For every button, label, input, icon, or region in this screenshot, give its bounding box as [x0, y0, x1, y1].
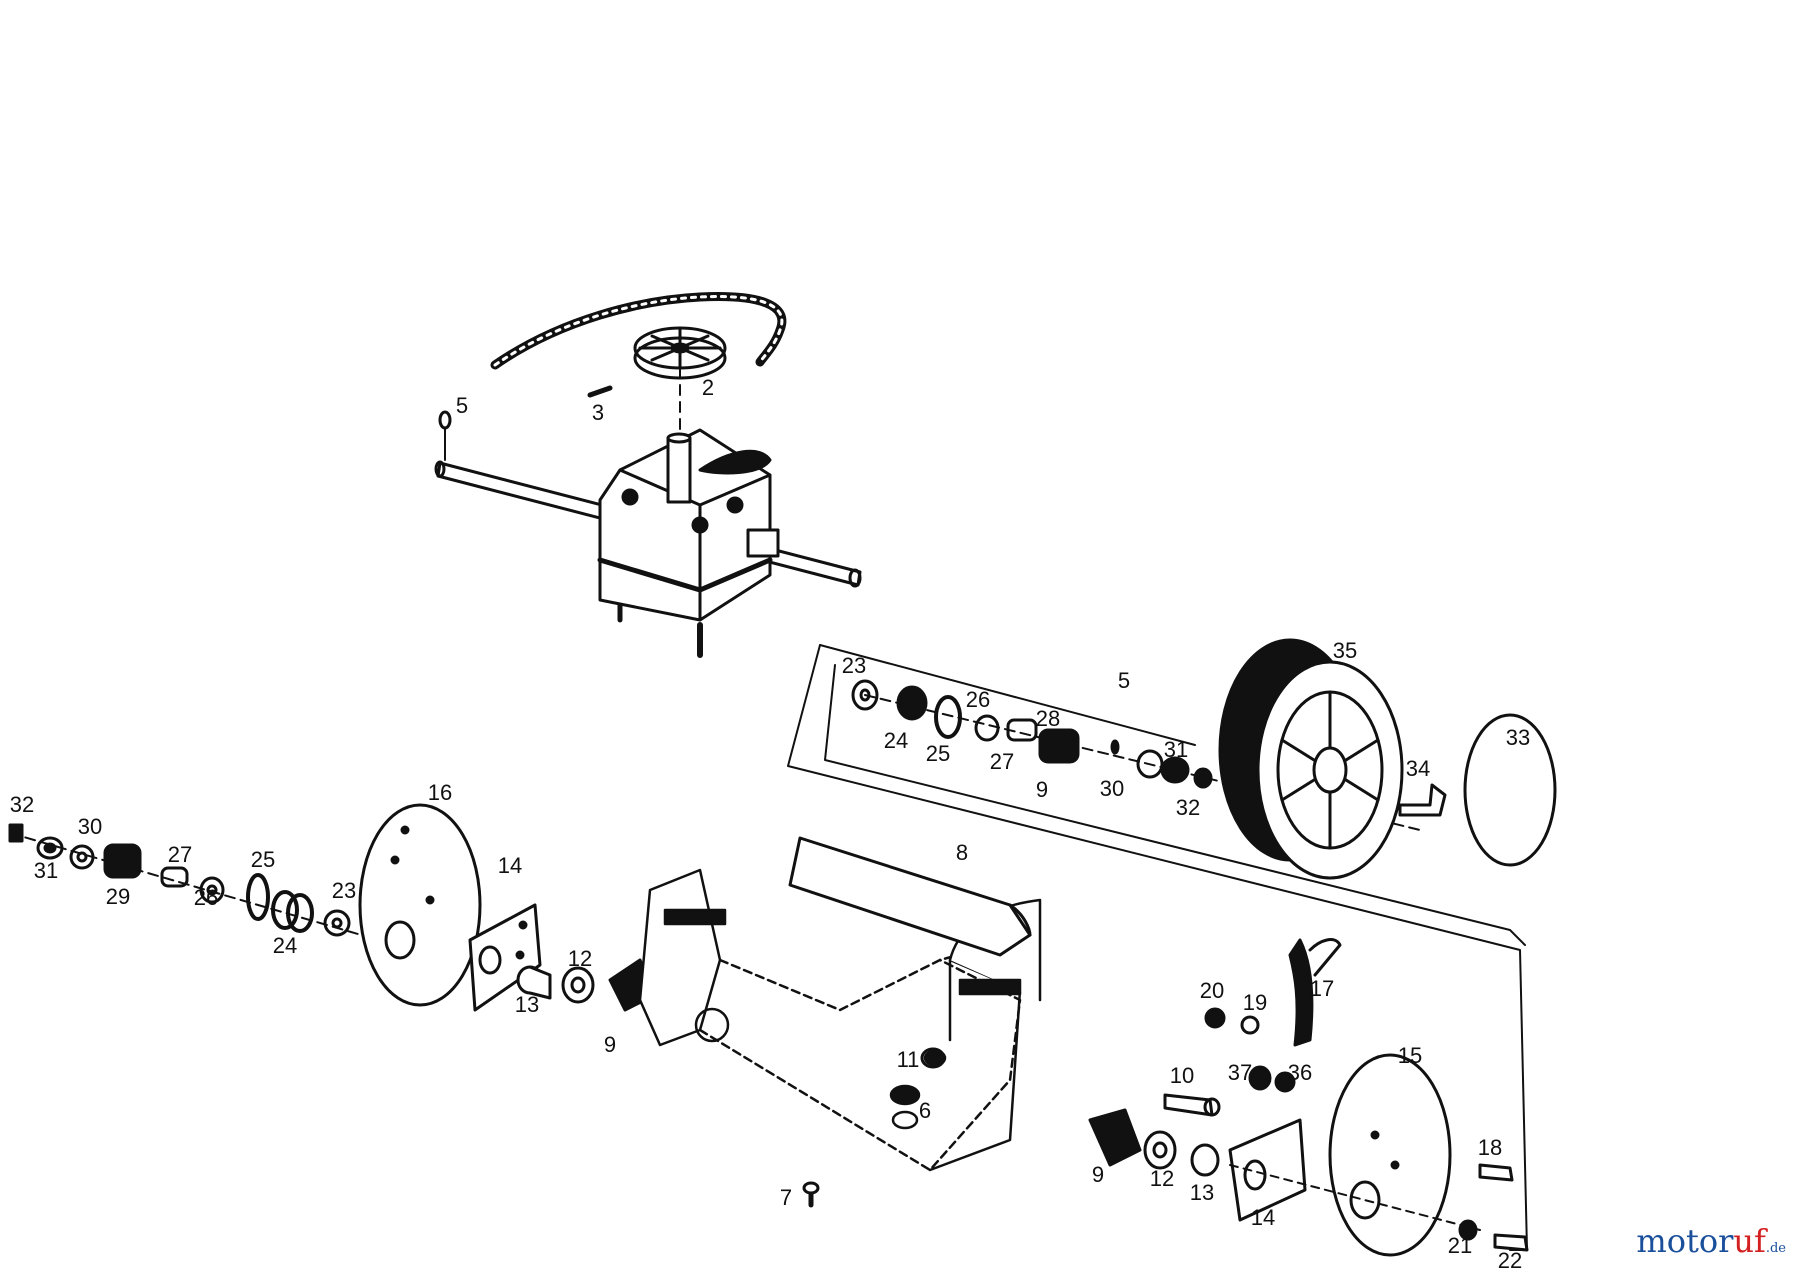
part-callouts: 2355923242526272830313235333483231302927…: [10, 375, 1530, 1273]
drive-belt: [490, 292, 787, 370]
callout-14: 14: [1251, 1205, 1275, 1230]
callout-16: 16: [428, 780, 452, 805]
callout-30: 30: [78, 814, 102, 839]
callout-18: 18: [1478, 1135, 1502, 1160]
callout-23: 23: [332, 878, 356, 903]
callout-24: 24: [884, 728, 908, 753]
callout-5: 5: [1118, 668, 1130, 693]
callout-25: 25: [926, 741, 950, 766]
callout-12: 12: [1150, 1166, 1174, 1191]
callout-6: 6: [919, 1098, 931, 1123]
callout-17: 17: [1310, 976, 1334, 1001]
right-hubcap: [1398, 713, 1557, 867]
left-hub-parts: [8, 823, 421, 953]
right-hubcap-disc: [1229, 1053, 1481, 1257]
height-lever: [1288, 938, 1342, 1047]
right-small-parts: [1163, 1007, 1296, 1117]
callout-33: 33: [1506, 725, 1530, 750]
callout-15: 15: [1398, 1043, 1422, 1068]
callout-20: 20: [1200, 978, 1224, 1003]
callout-24: 24: [273, 933, 297, 958]
callout-14: 14: [498, 853, 522, 878]
callout-19: 19: [1243, 990, 1267, 1015]
callout-37: 37: [1228, 1060, 1252, 1085]
callout-13: 13: [515, 992, 539, 1017]
callout-29: 29: [106, 884, 130, 909]
watermark-brand-b: uf: [1733, 1222, 1766, 1260]
callout-23: 23: [842, 653, 866, 678]
callout-32: 32: [1176, 795, 1200, 820]
right-hub-parts: [851, 679, 1421, 831]
callout-27: 27: [168, 842, 192, 867]
callout-21: 21: [1448, 1233, 1472, 1258]
pulley: [633, 326, 727, 441]
callout-25: 25: [251, 847, 275, 872]
callout-22: 22: [1498, 1248, 1522, 1273]
callout-10: 10: [1170, 1063, 1194, 1088]
callout-8: 8: [956, 840, 968, 865]
fasteners: [802, 1047, 1529, 1252]
left-bracket: [468, 903, 542, 1012]
callout-7: 7: [780, 1185, 792, 1210]
callout-9: 9: [604, 1032, 616, 1057]
callout-34: 34: [1406, 756, 1430, 781]
grass-deflector: [788, 836, 1032, 957]
callout-12: 12: [568, 946, 592, 971]
callout-26: 26: [966, 687, 990, 712]
right-bearing: [1088, 1108, 1307, 1222]
callout-3: 3: [592, 400, 604, 425]
callout-5: 5: [456, 393, 468, 418]
callout-35: 35: [1333, 638, 1357, 663]
callout-11: 11: [897, 1047, 920, 1072]
callout-36: 36: [1288, 1060, 1312, 1085]
callout-28: 28: [1036, 706, 1060, 731]
gearbox: [597, 428, 780, 658]
callout-2: 2: [702, 375, 714, 400]
callout-30: 30: [1100, 776, 1124, 801]
watermark-brand-a: motor: [1636, 1222, 1734, 1260]
callout-26: 26: [194, 885, 218, 910]
callout-27: 27: [990, 749, 1014, 774]
right-wheel: [1218, 638, 1404, 880]
callout-9: 9: [1092, 1162, 1104, 1187]
left-hubcap: [358, 803, 482, 1007]
callout-13: 13: [1190, 1180, 1214, 1205]
key-pin: [587, 385, 613, 398]
callout-31: 31: [34, 858, 58, 883]
callout-9: 9: [1036, 777, 1048, 802]
watermark: motoruf.de: [1636, 1222, 1786, 1260]
callout-31: 31: [1164, 737, 1188, 762]
callout-32: 32: [10, 792, 34, 817]
watermark-suffix: .de: [1765, 1241, 1786, 1256]
